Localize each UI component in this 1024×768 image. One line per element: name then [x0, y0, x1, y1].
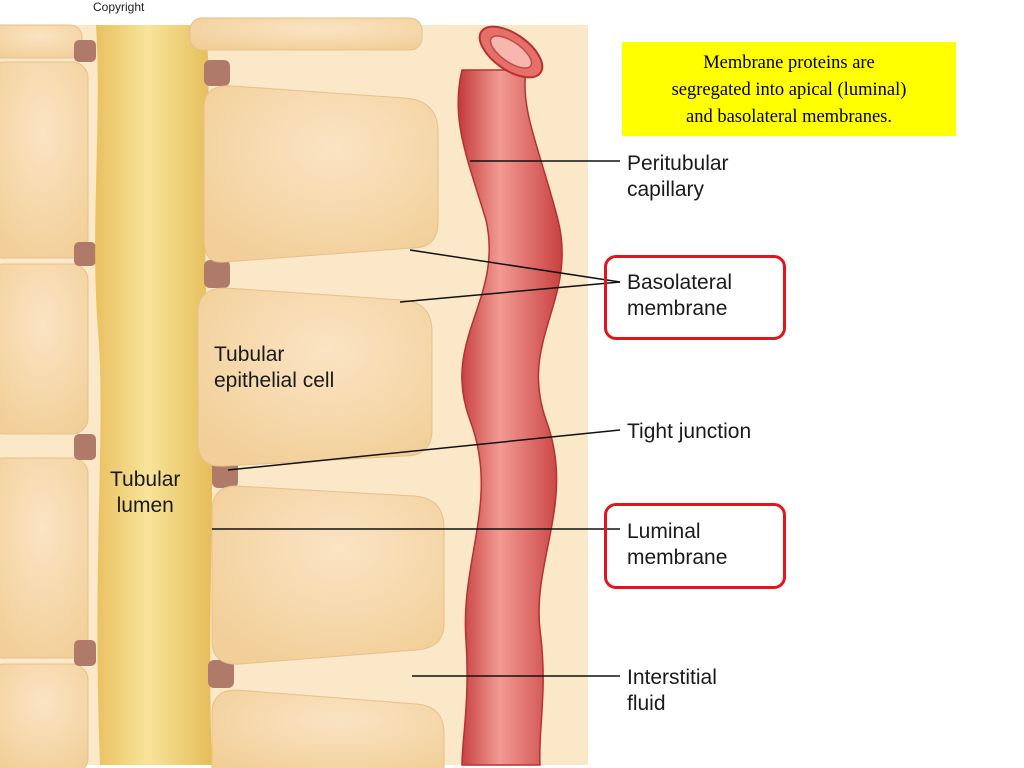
left-cell-column [0, 24, 89, 768]
epithelial-cell [0, 457, 89, 659]
left-tight-junctions [74, 40, 96, 666]
right-tight-junctions [204, 60, 238, 688]
epithelial-cell [203, 85, 439, 263]
peritubular-capillary [457, 25, 563, 766]
tubular-lumen [95, 25, 213, 765]
epithelial-cell [211, 689, 445, 768]
luminal-highlight-box [604, 503, 786, 589]
epithelial-cell [189, 17, 423, 51]
copyright-text: Copyright [93, 0, 145, 14]
epithelial-cell [0, 61, 89, 259]
epithelial-cell [211, 485, 445, 665]
note-box: Membrane proteins are segregated into ap… [622, 42, 956, 136]
label-tubular-epithelial-cell: Tubular epithelial cell [214, 343, 335, 392]
label-peritubular-capillary: Peritubular capillary [627, 152, 729, 201]
epithelial-cell [197, 287, 433, 467]
right-cell-column [189, 17, 445, 768]
note-line: and basolateral membranes. [686, 107, 892, 127]
epithelial-cell [0, 263, 89, 435]
basolateral-highlight-box [604, 255, 786, 340]
label-basolateral-membrane: Basolateral membrane [627, 271, 733, 320]
label-luminal-membrane: Luminal membrane [627, 520, 728, 569]
label-tubular-lumen: Tubular lumen [110, 468, 181, 517]
epithelial-cell [0, 24, 83, 59]
note-line: Membrane proteins are [703, 53, 875, 73]
note-line: segregated into apical (luminal) [671, 80, 907, 100]
label-tight-junction: Tight junction [627, 420, 752, 443]
leader-lines [212, 160, 621, 677]
epithelial-cell [0, 663, 89, 768]
label-interstitial-fluid: Interstitial fluid [627, 666, 717, 715]
